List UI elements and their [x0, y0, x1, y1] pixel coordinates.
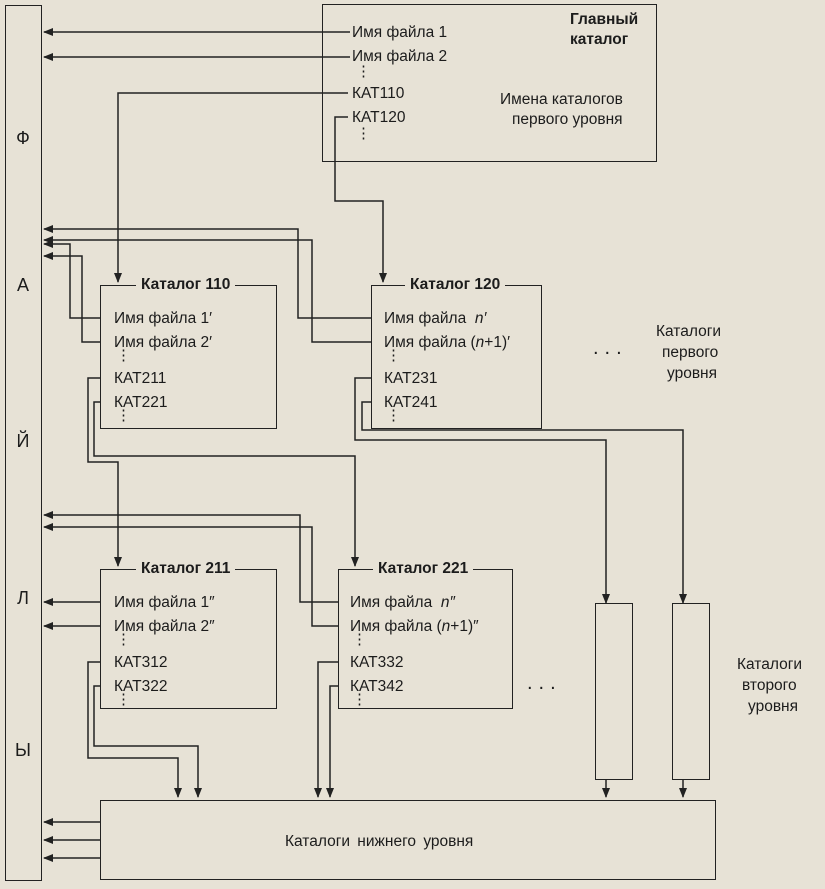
arrow-kat342: [326, 685, 338, 798]
main-catalog-box: [322, 4, 657, 162]
main-dir-kat110: КАТ110: [352, 85, 405, 102]
c221-dir-kat342: КАТ342: [350, 678, 404, 695]
files-letter-f: Ф: [16, 128, 30, 148]
c211-dir-kat322: КАТ322: [114, 678, 168, 695]
c110-file-2: Имя файла 2′: [114, 334, 213, 351]
second-level-line1: Каталоги: [737, 656, 803, 673]
c110-file-1: Имя файла 1′: [114, 310, 213, 327]
second-level-line3: уровня: [748, 698, 799, 715]
arrow-kat322: [93, 685, 202, 798]
c120-dir-kat241: КАТ241: [384, 394, 438, 411]
c120-dir-kat231: КАТ231: [384, 370, 438, 387]
files-letter-a: А: [16, 275, 29, 295]
first-level-line2: первого: [662, 344, 719, 361]
c110-dir-kat221: КАТ221: [114, 394, 168, 411]
main-file-1: Имя файла 1: [352, 24, 448, 41]
c120-dots-2: ⋮: [386, 407, 401, 424]
arrow-c110-file2: [43, 252, 100, 343]
c110-dir-kat211: КАТ211: [114, 370, 167, 387]
arrow-kat241: [361, 401, 687, 604]
c221-dir-kat332: КАТ332: [350, 654, 404, 671]
c211-file-2: Имя файла 2″: [114, 618, 215, 635]
arrow-kat332: [314, 661, 338, 798]
arrow-c110-file1: [43, 240, 100, 319]
arrow-kat312: [87, 661, 182, 798]
first-level-line3: уровня: [667, 365, 718, 382]
arrow-c120-file1: [43, 225, 371, 319]
arrow-c221-file2: [43, 523, 338, 627]
catalog-120-title: Каталог 120: [405, 276, 506, 294]
catalog-221-title: Каталог 221: [373, 560, 474, 578]
files-column: [5, 5, 42, 881]
arrow-kat120: [334, 116, 387, 283]
c221-dots-2: ⋮: [352, 691, 367, 708]
c211-dots-2: ⋮: [116, 691, 131, 708]
catalog-110-title: Каталог 110: [136, 276, 236, 294]
bottom-catalogs-box: [100, 800, 716, 880]
first-level-line1: Каталоги: [656, 323, 722, 340]
c110-dots-2: ⋮: [116, 407, 131, 424]
second-level-box-b: [672, 603, 710, 780]
catalog-211-title: Каталог 211: [136, 560, 236, 578]
main-file-2: Имя файла 2: [352, 48, 448, 65]
second-level-box-a: [595, 603, 633, 780]
bottom-catalogs-label: Каталоги нижнего уровня: [285, 833, 474, 850]
c120-file-1: Имя файла n′: [384, 310, 487, 327]
c221-dots: ⋮: [352, 631, 367, 648]
main-note-line1: Имена каталогов: [500, 91, 623, 108]
c211-file-1: Имя файла 1″: [114, 594, 215, 611]
main-note-line2: первого уровня: [512, 111, 623, 128]
main-catalog-title-line2: каталог: [570, 31, 629, 48]
c110-dots: ⋮: [116, 347, 131, 364]
arrow-kat211: [87, 377, 122, 567]
first-level-ellipsis: ...: [593, 337, 628, 359]
main-dots: ⋮: [356, 63, 371, 80]
files-letter-i: Й: [16, 431, 30, 451]
c211-dir-kat312: КАТ312: [114, 654, 168, 671]
main-dots-2: ⋮: [356, 125, 371, 142]
c120-dots: ⋮: [386, 347, 401, 364]
c211-dots: ⋮: [116, 631, 131, 648]
arrow-kat221: [93, 401, 359, 567]
c221-file-1: Имя файла n″: [350, 594, 455, 611]
files-letter-l: Л: [17, 588, 29, 608]
second-level-ellipsis: ...: [527, 672, 562, 694]
c221-file-2: Имя файла (n+1)″: [350, 618, 479, 635]
arrow-kat231: [354, 377, 610, 604]
arrow-kat110: [114, 92, 348, 283]
main-catalog-title-line1: Главный: [570, 11, 639, 28]
files-letter-y: Ы: [15, 740, 31, 760]
main-dir-kat120: КАТ120: [352, 109, 406, 126]
c120-file-2: Имя файла (n+1)′: [384, 334, 511, 351]
arrow-c221-file1: [43, 511, 338, 603]
second-level-line2: второго: [742, 677, 797, 694]
arrow-c120-file2: [43, 236, 371, 343]
